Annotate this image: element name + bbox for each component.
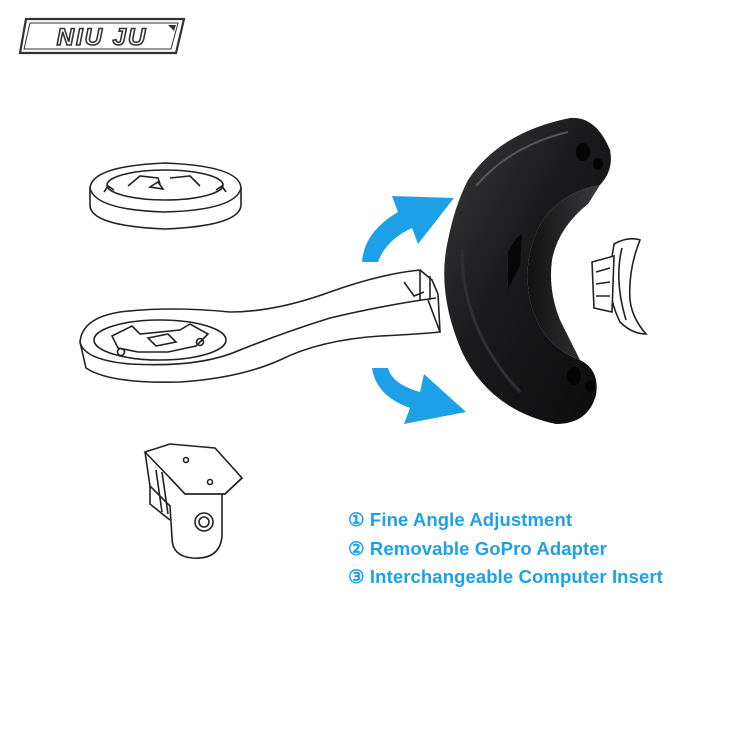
rotate-down-arrow-icon xyxy=(372,368,466,424)
handlebar-arm xyxy=(79,269,441,384)
computer-insert xyxy=(591,237,648,335)
logo-text: NIU JU xyxy=(57,24,148,51)
spacer-ring xyxy=(89,162,242,230)
feature-item-angle-adjustment: ① Fine Angle Adjustment xyxy=(348,509,573,530)
rotate-up-arrow-icon xyxy=(362,196,454,262)
gopro-adapter xyxy=(143,443,244,559)
feature-list: ① Fine Angle Adjustment ② Removable GoPr… xyxy=(348,506,663,592)
feature-item-gopro-adapter: ② Removable GoPro Adapter xyxy=(348,537,607,559)
brand-logo: NIU JU xyxy=(18,17,186,55)
feature-item-computer-insert: ③ Interchangeable Computer Insert xyxy=(348,566,663,587)
mount-body xyxy=(444,117,611,424)
